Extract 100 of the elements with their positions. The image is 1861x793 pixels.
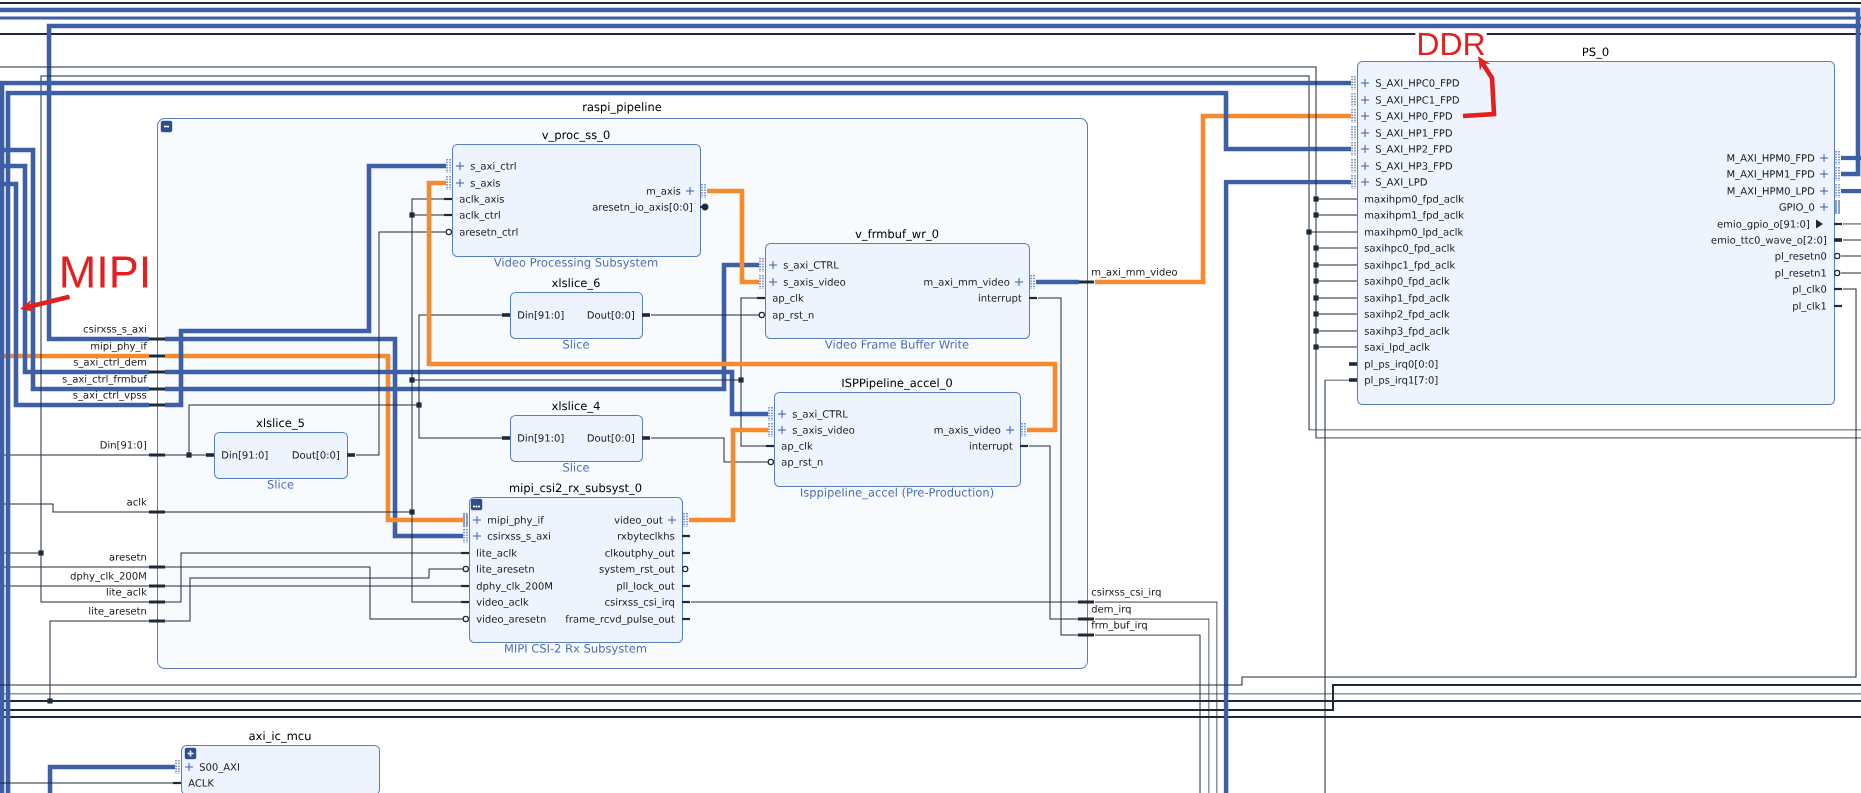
wire [690, 601, 1080, 603]
port-label: S_AXI_HP3_FPD [1375, 162, 1452, 172]
wire [0, 782, 174, 784]
port-label: GPIO_0 [1779, 203, 1815, 213]
port-label: saxihp3_fpd_aclk [1364, 327, 1450, 337]
port-label: ap_clk [772, 294, 804, 304]
port-label: pll_lock_out [617, 582, 675, 592]
wire [707, 188, 759, 285]
port-label: S00_AXI [199, 763, 239, 773]
block-name: xlslice_5 [256, 418, 304, 430]
port-label: aresetn [109, 553, 146, 561]
port-label: mipi_phy_if [91, 341, 147, 352]
port-label: m_axi_mm_video [924, 278, 1010, 288]
port-label: s_axis_video [792, 426, 855, 436]
port-label: dphy_clk_200M [70, 571, 146, 582]
wire [164, 585, 462, 587]
wire [650, 314, 760, 316]
wire [1841, 188, 1861, 194]
block-name: xlslice_6 [551, 278, 600, 290]
port-label: video_aclk [476, 598, 529, 608]
port-label: lite_aclk [477, 549, 517, 559]
port-label: emio_gpio_o[91:0] [1717, 220, 1809, 230]
port-label: clkoutphy_out [605, 549, 675, 559]
wire [0, 7, 1861, 177]
port-label: frm_buf_irq [1091, 620, 1147, 631]
wire [1842, 223, 1861, 225]
port-label: pl_resetn0 [1775, 252, 1827, 262]
port-label: frame_rcvd_pulse_out [565, 615, 675, 625]
wire [1094, 634, 1201, 793]
wire [1840, 255, 1861, 257]
wire [1324, 379, 1350, 793]
port-label: aclk [127, 497, 147, 506]
block-caption: MIPI CSI-2 Rx Subsystem [505, 643, 647, 655]
block-caption: Slice [563, 339, 589, 349]
port-label: csirxss_s_axi [83, 324, 146, 335]
port-label: s_axi_ctrl_frmbuf [62, 374, 147, 385]
wire [1095, 113, 1351, 285]
port-label: m_axis_video [934, 426, 1001, 436]
port-label: interrupt [978, 294, 1022, 304]
wire [165, 163, 446, 408]
block-name: v_proc_ss_0 [542, 130, 610, 142]
port-label: ACLK [188, 779, 215, 787]
wire [426, 180, 1058, 433]
block-name: raspi_pipeline [583, 102, 662, 114]
port-label: lite_aresetn [89, 606, 146, 617]
port-label: pl_clk0 [1793, 285, 1827, 295]
wire [165, 369, 768, 417]
port-label: maxihpm1_fpd_aclk [1365, 211, 1464, 221]
port-label: emio_ttc0_wave_o[2:0] [1711, 236, 1826, 246]
block-name: ISPPipeline_accel_0 [842, 378, 952, 390]
wire [165, 262, 759, 392]
port-label: mipi_phy_if [488, 516, 544, 526]
port-label: s_axi_ctrl_vpss [73, 390, 147, 401]
wire [40, 75, 1350, 603]
port-label: M_AXI_HPM0_LPD [1727, 187, 1815, 197]
port-label: rxbyteclkhs [618, 532, 675, 542]
port-label: m_axi_mm_video [1092, 267, 1178, 278]
port-label: M_AXI_HPM1_FPD [1727, 170, 1815, 180]
port-label: Dout[0:0] [292, 451, 339, 460]
port-label: Din[91:0] [518, 311, 564, 320]
port-label: dem_irq [1091, 604, 1131, 615]
port-label: ap_clk [781, 442, 813, 452]
port-label: Din[91:0] [518, 434, 564, 443]
port-label: s_axis_video [783, 278, 846, 288]
port-label: dphy_clk_200M [476, 582, 552, 592]
port-label: aclk_ctrl [459, 211, 500, 221]
port-label: aclk_axis [459, 195, 504, 205]
block-name: xlslice_4 [551, 401, 600, 413]
port-label: S_AXI_HP1_FPD [1375, 129, 1452, 139]
wire [1223, 179, 1351, 793]
block-name: PS_0 [1583, 47, 1609, 59]
wire [355, 231, 447, 456]
port-label: s_axi_ctrl [470, 162, 516, 172]
wire [1028, 445, 1080, 620]
port-label: maxihpm0_fpd_aclk [1365, 195, 1464, 205]
port-label: saxihp1_fpd_aclk [1364, 294, 1450, 304]
port-label: interrupt [969, 442, 1013, 452]
port-label: csirxss_s_axi [487, 532, 550, 542]
block-name: mipi_csi2_rx_subsyst_0 [510, 483, 642, 495]
port-label: S_AXI_HP2_FPD [1375, 145, 1452, 155]
handwritten-note: DDR [1415, 32, 1487, 56]
port-label: aresetn_io_axis[0:0] [592, 203, 692, 213]
port-label: S_AXI_LPD [1375, 178, 1427, 188]
handwritten-note: MIPI [57, 255, 153, 289]
wire [689, 427, 768, 523]
port-label: saxi_lpd_aclk [1364, 343, 1430, 353]
wire [165, 353, 463, 523]
port-label: saxihp2_fpd_aclk [1364, 310, 1450, 320]
block-name: axi_ic_mcu [249, 731, 311, 743]
port-label: S_AXI_HPC1_FPD [1375, 96, 1459, 106]
port-label: s_axi_CTRL [792, 410, 848, 420]
port-label: pl_ps_irq1[7:0] [1365, 376, 1438, 386]
port-label: ap_rst_n [781, 458, 823, 468]
port-label: pl_clk1 [1793, 302, 1826, 312]
port-label: lite_aclk [106, 587, 147, 598]
port-label: saxihpc1_fpd_aclk [1364, 261, 1456, 271]
port-label: saxihp0_fpd_aclk [1364, 277, 1450, 287]
port-label: Din[91:0] [100, 440, 146, 450]
wire [47, 620, 150, 704]
port-label: system_rst_out [599, 565, 675, 575]
